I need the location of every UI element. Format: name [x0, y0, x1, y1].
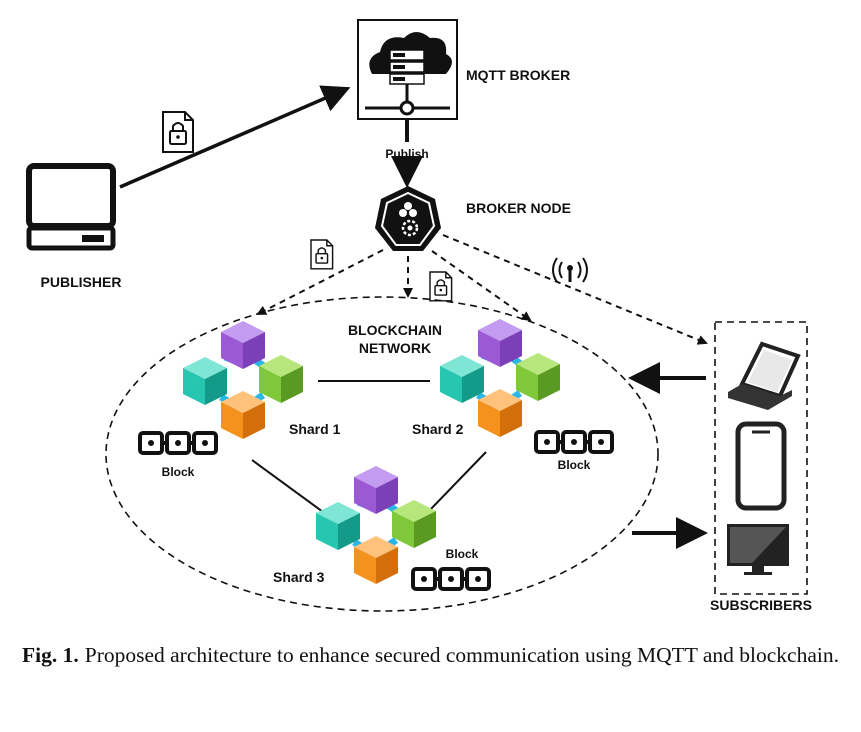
subscribers-label: SUBSCRIBERS: [710, 597, 812, 613]
figure-caption: Fig. 1.Proposed architecture to enhance …: [22, 640, 847, 670]
blockchain-network-title: BLOCKCHAIN: [348, 322, 442, 338]
shard1-label: Shard 1: [289, 421, 341, 437]
block-label-shard2: Block: [558, 458, 591, 472]
block-chain-icon: [411, 567, 491, 591]
node-to-shard1-arrow: [256, 249, 384, 315]
publish-label: Publish: [385, 147, 428, 161]
node-to-shard2-arrow: [431, 250, 532, 322]
mqtt-broker-icon: [357, 19, 458, 120]
blockchain-network-boundary: [105, 296, 659, 612]
shard1-shard3-link: [251, 459, 335, 521]
blockchain-network-subtitle: NETWORK: [359, 340, 431, 356]
publisher-label: PUBLISHER: [41, 274, 122, 290]
publisher-computer-icon: [26, 163, 116, 251]
smartphone-icon: [735, 421, 787, 511]
shard1-cube-cluster: [183, 321, 303, 439]
architecture-diagram: MQTT BROKER Publish BROKER NODE PUBLISHE…: [26, 19, 812, 613]
laptop-icon: [728, 341, 801, 410]
mqtt-broker-label: MQTT BROKER: [466, 67, 570, 83]
figure-caption-text: Proposed architecture to enhance secured…: [84, 643, 839, 667]
block-chain-icon: [138, 431, 218, 455]
shard2-shard3-link: [427, 451, 487, 513]
publisher-to-broker-arrow: [119, 85, 351, 189]
wireless-signal-icon: [552, 257, 588, 283]
monitor-icon: [727, 524, 789, 575]
block-label-shard3: Block: [446, 547, 479, 561]
subscribers-group: [714, 321, 808, 595]
block-label-shard1: Block: [162, 465, 195, 479]
shard2-cube-cluster: [440, 319, 560, 437]
broker-node-icon: [375, 186, 441, 251]
shard3-cube-cluster: [316, 466, 436, 584]
broker-node-label: BROKER NODE: [466, 200, 571, 216]
figure-number: Fig. 1.: [22, 643, 79, 667]
encrypted-message-icon: [162, 111, 194, 153]
node-to-subscribers-arrow: [442, 234, 708, 345]
encrypted-message-icon: [429, 271, 453, 302]
block-chain-icon: [534, 430, 614, 454]
shard3-label: Shard 3: [273, 569, 325, 585]
encrypted-message-icon: [310, 239, 334, 270]
shard2-label: Shard 2: [412, 421, 464, 437]
